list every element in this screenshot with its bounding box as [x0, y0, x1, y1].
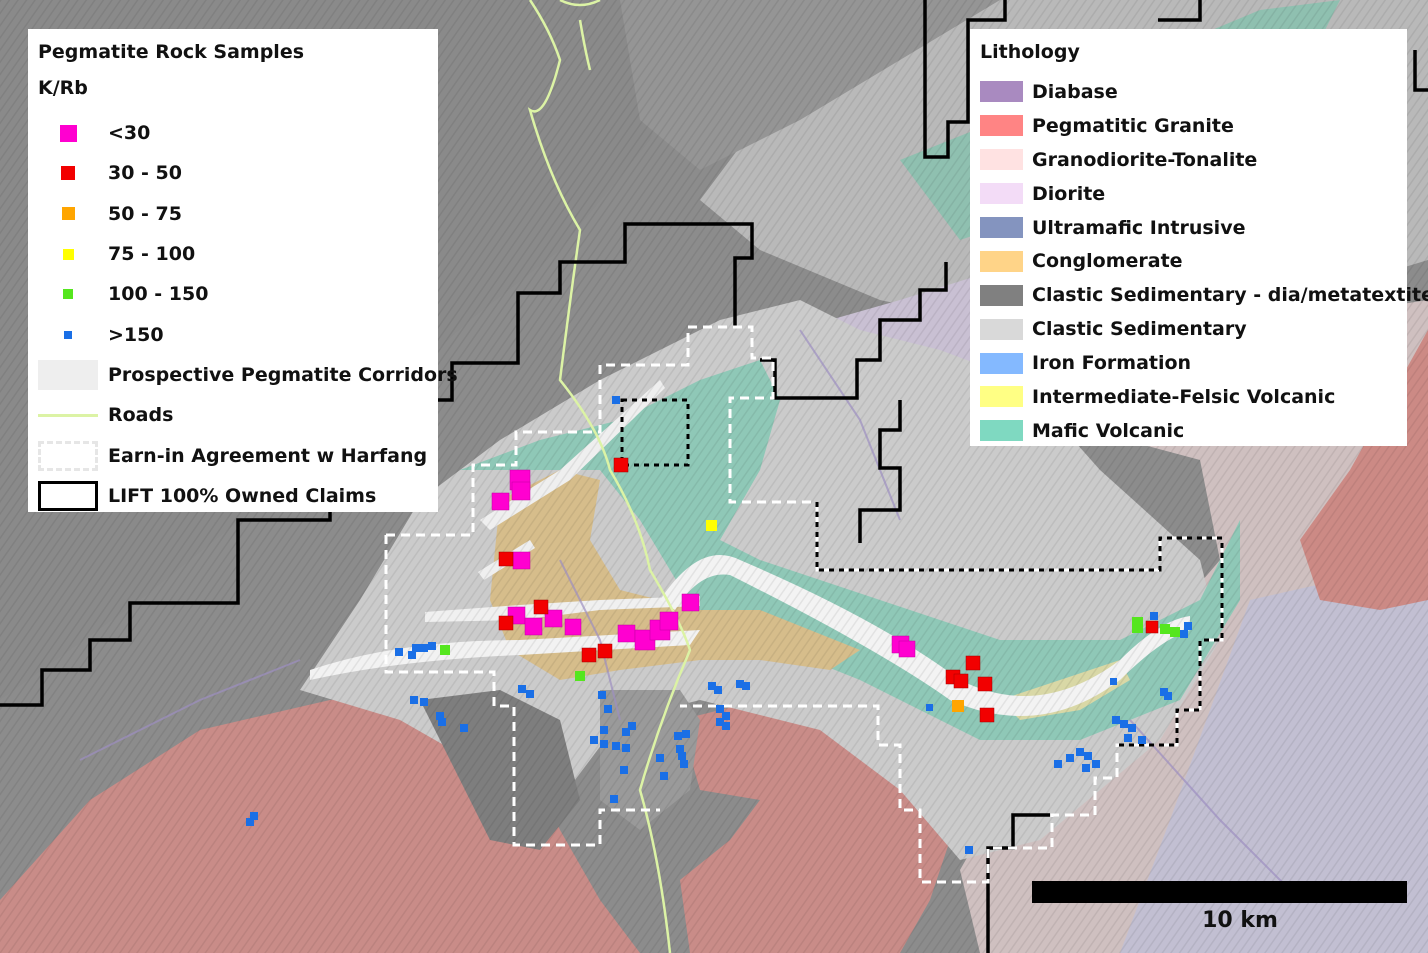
iron-formation-swatch-icon: [980, 352, 1023, 374]
lith-item-clastic-sedimentary: Clastic Sedimentary: [980, 312, 1399, 346]
square-small-icon: [38, 278, 98, 310]
conglomerate-swatch-icon: [980, 250, 1023, 272]
lith-item-granodiorite-tonalite: Granodiorite-Tonalite: [980, 143, 1399, 177]
intermediate-felsic-swatch-icon: [980, 386, 1023, 408]
samples-legend: Pegmatite Rock Samples K/Rb <30 30 - 50 …: [28, 29, 458, 512]
legend-item-50-75: 50 - 75: [38, 194, 428, 234]
scale-label: 10 km: [1202, 908, 1278, 933]
diorite-swatch-icon: [980, 183, 1023, 205]
earn-in-agreement-black: [620, 398, 1224, 747]
samples-30-50[interactable]: [498, 457, 1159, 723]
lith-item-diorite: Diorite: [980, 177, 1399, 211]
legend-item-gt150: >150: [38, 314, 428, 354]
samples-gt150[interactable]: [246, 396, 1192, 854]
pegmatitic-granite-swatch-icon: [980, 115, 1023, 137]
square-medium-icon: [38, 198, 98, 230]
legend-item-owned-claims: LIFT 100% Owned Claims: [38, 476, 428, 516]
granodiorite-swatch-icon: [980, 149, 1023, 171]
ultramafic-swatch-icon: [980, 217, 1023, 238]
samples-50-75[interactable]: [952, 700, 964, 712]
clastic-light-swatch-icon: [980, 318, 1023, 340]
square-tiny-icon: [38, 319, 98, 351]
solid-box-icon: [38, 480, 98, 512]
lith-item-intermediate-felsic: Intermediate-Felsic Volcanic: [980, 380, 1399, 414]
legend-item-100-150: 100 - 150: [38, 274, 428, 314]
clastic-dark-swatch-icon: [980, 284, 1023, 306]
legend-item-earn-in: Earn-in Agreement w Harfang: [38, 435, 428, 475]
square-small-icon: [38, 238, 98, 270]
legend-item-roads: Roads: [38, 395, 428, 435]
square-large-icon: [38, 117, 98, 149]
earn-in-agreement: [384, 325, 1224, 884]
scale-bar: [1032, 881, 1407, 903]
lith-item-diabase: Diabase: [980, 75, 1399, 109]
lith-item-clastic-metatextite: Clastic Sedimentary - dia/metatextite: [980, 278, 1428, 312]
samples-legend-subtitle: K/Rb: [38, 77, 88, 99]
lith-item-ultramafic: Ultramafic Intrusive: [980, 211, 1399, 245]
legend-item-corridors: Prospective Pegmatite Corridors: [38, 355, 458, 395]
legend-item-75-100: 75 - 100: [38, 234, 428, 274]
diabase-swatch-icon: [980, 81, 1023, 103]
samples-lt30[interactable]: [491, 469, 916, 658]
samples-legend-title: Pegmatite Rock Samples: [38, 41, 305, 63]
lith-item-conglomerate: Conglomerate: [980, 244, 1399, 278]
samples-100-150[interactable]: [440, 617, 1180, 681]
lith-item-pegmatitic-granite: Pegmatitic Granite: [980, 109, 1399, 143]
fill-swatch-icon: [38, 359, 98, 391]
lithology-legend: Lithology Diabase Pegmatitic Granite Gra…: [970, 29, 1428, 448]
lith-item-mafic-volcanic: Mafic Volcanic: [980, 414, 1399, 448]
lithology-legend-title: Lithology: [980, 41, 1080, 63]
roads: [527, 0, 692, 953]
legend-item-30-50: 30 - 50: [38, 153, 428, 193]
mafic-volcanic-swatch-icon: [980, 420, 1023, 442]
square-medium-icon: [38, 157, 98, 189]
fault-lines: [79, 329, 1301, 901]
dashed-box-icon: [38, 440, 98, 472]
samples-75-100[interactable]: [706, 520, 717, 531]
lith-item-iron-formation: Iron Formation: [980, 346, 1399, 380]
legend-item-lt30: <30: [38, 113, 428, 153]
line-swatch-icon: [38, 399, 98, 431]
